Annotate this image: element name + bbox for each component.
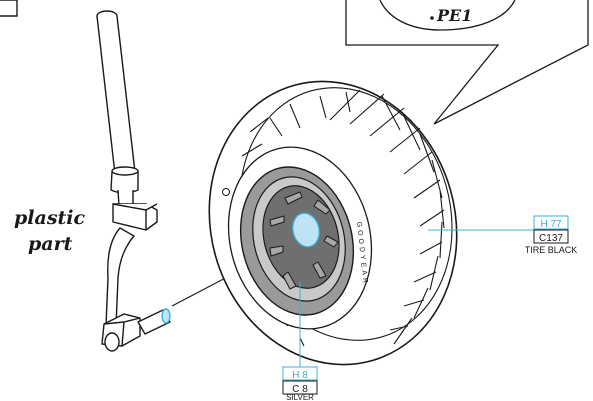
hub-slots	[269, 191, 339, 290]
hub-h-code: H 8	[292, 370, 308, 381]
tire-h-code: H 77	[540, 219, 562, 230]
wheel	[208, 80, 458, 366]
paint-code-hub: H 8 C 8 SILVER	[282, 282, 318, 401]
hub-center-cap	[292, 212, 320, 248]
detail-callout: PE1	[345, 0, 589, 125]
part-note-line1: plastic	[14, 207, 86, 229]
hub-c-code: C 8	[292, 384, 308, 395]
part-note-line2: part	[28, 233, 73, 255]
hub-color-name: SILVER	[286, 393, 314, 401]
frame-corner	[0, 0, 18, 17]
landing-gear-strut	[96, 10, 171, 352]
tire-c-code: C137	[539, 233, 563, 244]
tire-color-name: TIRE BLACK	[525, 245, 578, 255]
paint-code-tire: H 77 C137 TIRE BLACK	[428, 215, 578, 255]
part-code-label: PE1	[436, 6, 472, 25]
